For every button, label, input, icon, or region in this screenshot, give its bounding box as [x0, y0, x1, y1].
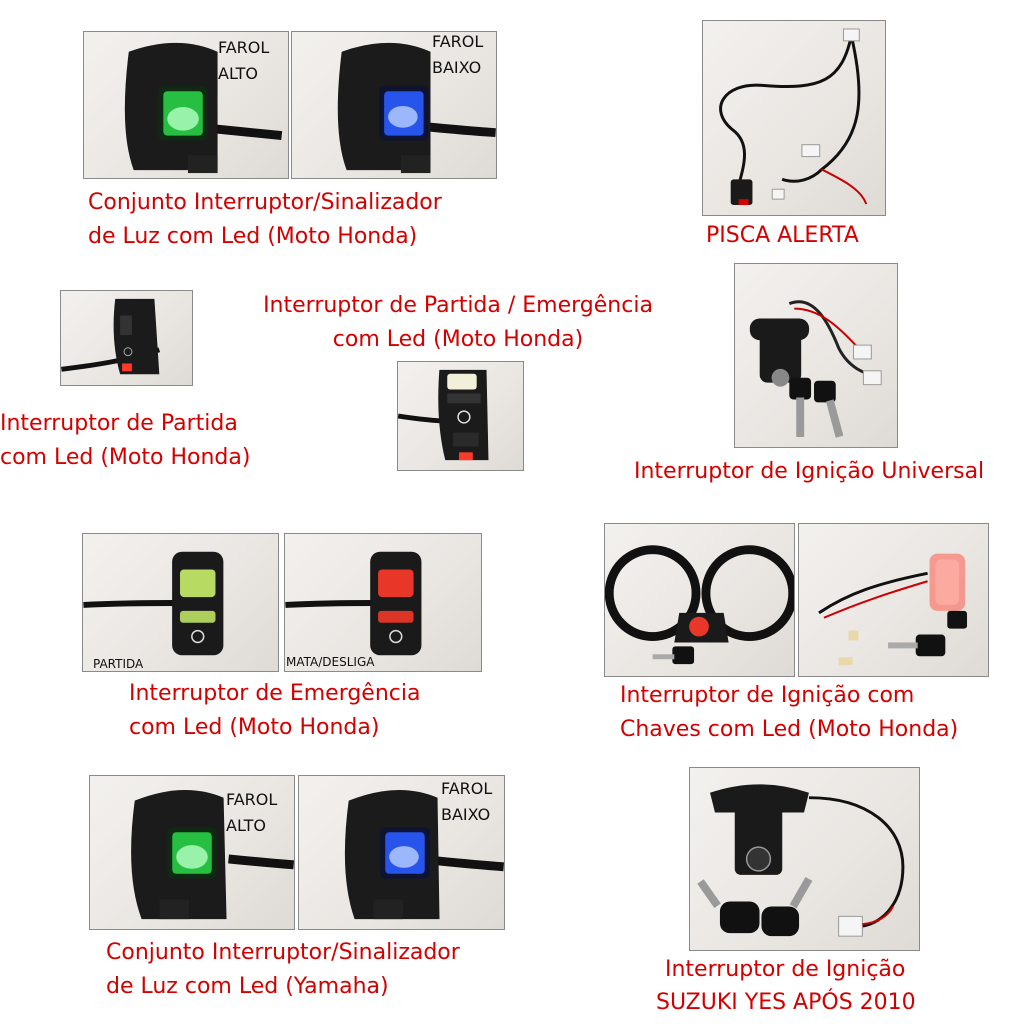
- dashboard-ignition-image: [605, 545, 794, 665]
- emergency-switch-kill-image: [285, 551, 422, 656]
- suzuki-ignition-image: [697, 784, 905, 937]
- photo-ignition-dashboard: [604, 523, 795, 677]
- caption-pisca-alerta: PISCA ALERTA: [706, 223, 859, 248]
- caption-emergency-line2: com Led (Moto Honda): [129, 715, 380, 740]
- photo-pisca-alerta: [702, 20, 886, 216]
- photo-universal-ignition: [734, 263, 898, 448]
- caption-suzuki-ignition-line2: SUZUKI YES APÓS 2010: [656, 990, 916, 1015]
- caption-start-switch-line1: Interruptor de Partida: [0, 411, 238, 436]
- label-yamaha-farol-baixo-line2: BAIXO: [441, 805, 491, 824]
- caption-start-switch-line2: com Led (Moto Honda): [0, 445, 251, 470]
- universal-ignition-image: [749, 300, 882, 438]
- photo-start-emergency-switch: [397, 361, 524, 471]
- label-farol-baixo-line2: BAIXO: [432, 58, 482, 77]
- switch-housing-image: [344, 790, 504, 920]
- caption-honda-light-set-line2: de Luz com Led (Moto Honda): [88, 224, 418, 249]
- label-partida: PARTIDA: [93, 657, 144, 671]
- emergency-switch-start-image: [83, 551, 224, 656]
- caption-ignition-keys-line2: Chaves com Led (Moto Honda): [620, 717, 959, 742]
- photo-yamaha-high-beam: [89, 775, 295, 930]
- caption-suzuki-ignition-line1: Interruptor de Ignição: [665, 957, 906, 982]
- label-yamaha-farol-alto-line2: ALTO: [226, 816, 267, 835]
- caption-ignition-keys-line1: Interruptor de Ignição com: [620, 683, 915, 708]
- photo-start-switch: [60, 290, 193, 386]
- led-ignition-image: [818, 553, 968, 666]
- caption-yamaha-light-set-line2: de Luz com Led (Yamaha): [106, 974, 389, 999]
- label-farol-alto-line2: ALTO: [218, 64, 259, 83]
- caption-honda-light-set-line1: Conjunto Interruptor/Sinalizador: [88, 190, 442, 215]
- caption-emergency-line1: Interruptor de Emergência: [129, 681, 421, 706]
- label-yamaha-farol-alto-line1: FAROL: [226, 790, 278, 809]
- start-emergency-switch-image: [398, 369, 489, 461]
- label-farol-alto-line1: FAROL: [218, 38, 270, 57]
- caption-start-emergency-line1: Interruptor de Partida / Emergência: [263, 293, 653, 318]
- caption-yamaha-light-set-line1: Conjunto Interruptor/Sinalizador: [106, 940, 460, 965]
- caption-start-emergency-line2: com Led (Moto Honda): [332, 327, 584, 352]
- switch-housing-image: [131, 790, 294, 920]
- label-farol-baixo-line1: FAROL: [432, 32, 484, 51]
- photo-suzuki-ignition: [689, 767, 920, 951]
- switch-housing-image: [337, 42, 496, 174]
- photo-ignition-led: [798, 523, 989, 677]
- photo-yamaha-low-beam: [298, 775, 505, 930]
- start-switch-image: [61, 298, 161, 375]
- photo-honda-high-beam: [83, 31, 289, 179]
- caption-universal-ignition: Interruptor de Ignição Universal: [634, 459, 985, 484]
- photo-emergency-kill: [284, 533, 482, 672]
- label-mata-desliga: MATA/DESLIGA: [286, 655, 375, 669]
- photo-emergency-start: [82, 533, 279, 672]
- switch-housing-image: [124, 42, 283, 174]
- wire-harness-image: [719, 28, 868, 206]
- photo-honda-low-beam: [291, 31, 497, 179]
- label-yamaha-farol-baixo-line1: FAROL: [441, 779, 493, 798]
